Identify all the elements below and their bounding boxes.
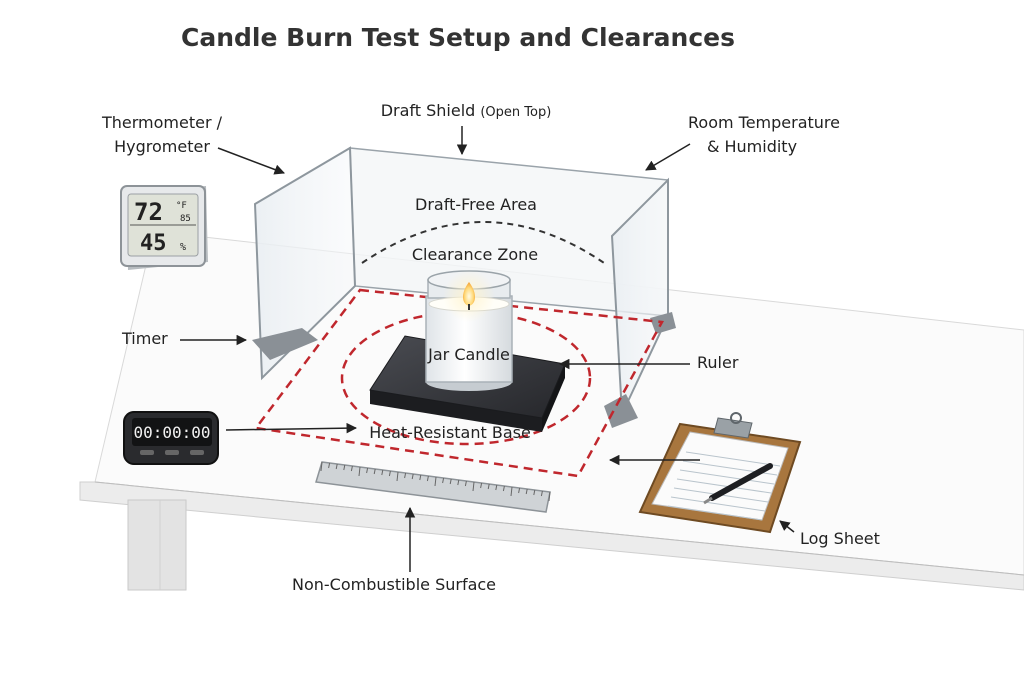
table [79, 235, 1024, 591]
label-clearance-zone: Clearance Zone [412, 245, 538, 264]
diagram-title: Candle Burn Test Setup and Clearances [181, 23, 735, 52]
label-jar-candle: Jar Candle [427, 345, 510, 364]
thermometer-hygrometer: 72 °F 85 45 % [120, 185, 208, 270]
label-draft-free-area: Draft-Free Area [415, 195, 537, 214]
hygrometer-humidity-unit: % [180, 242, 186, 253]
label-heat-resistant-base: Heat-Resistant Base [369, 423, 531, 442]
hygrometer-temperature: 72 [134, 198, 163, 226]
label-thermometer-2: Hygrometer [114, 137, 210, 156]
draft-free-arc [361, 221, 608, 266]
label-thermometer-1: Thermometer / [101, 113, 223, 132]
arrow-thermometer [217, 147, 285, 175]
non-combustible-surface [94, 481, 1024, 576]
arrow-log-sheet [779, 520, 795, 533]
arrow-heat-base-left [225, 422, 358, 434]
draft-shield [252, 146, 676, 428]
label-timer: Timer [121, 329, 168, 348]
timer-display: 00:00:00 [133, 423, 210, 442]
jar-candle [425, 270, 513, 391]
log-sheet-clipboard [638, 412, 802, 534]
label-ruler: Ruler [697, 353, 739, 372]
label-room-1: Room Temperature [688, 113, 840, 132]
label-log-sheet: Log Sheet [800, 529, 880, 548]
hygrometer-humidity: 45 [140, 231, 167, 256]
ruler [315, 461, 551, 513]
hygrometer-secondary: 85 [180, 214, 191, 224]
hygrometer-temp-unit: °F [176, 201, 187, 211]
label-draft-shield-main: Draft Shield [381, 101, 476, 120]
label-draft-shield: Draft Shield (Open Top) [381, 101, 552, 120]
digital-timer: 00:00:00 [123, 411, 219, 465]
arrow-room [645, 143, 691, 171]
label-room-2: & Humidity [707, 137, 797, 156]
clearance-zone-boundary [253, 288, 664, 478]
label-non-combustible-surface: Non-Combustible Surface [292, 575, 496, 594]
label-draft-shield-note: (Open Top) [480, 105, 551, 120]
